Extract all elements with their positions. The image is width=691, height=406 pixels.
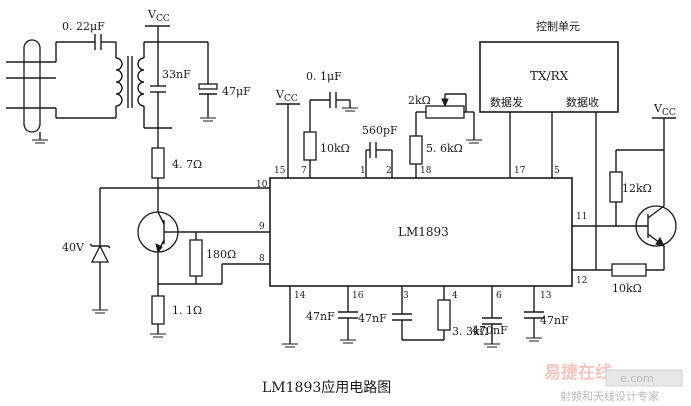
svg-text:CC: CC bbox=[284, 94, 298, 104]
control-unit-txrx: TX/RX bbox=[530, 69, 569, 83]
watermark-main: 易捷在线 bbox=[544, 362, 612, 383]
label-c-47u: 47μF bbox=[222, 85, 251, 98]
vcc-mid-label: V bbox=[275, 88, 285, 101]
vcc-right-label: V bbox=[653, 102, 663, 115]
control-unit: 控制单元 TX/RX 数据发 数据收 bbox=[479, 19, 619, 113]
control-unit-box bbox=[479, 41, 619, 113]
label-r-12k: 12kΩ bbox=[622, 182, 652, 195]
lm1893-chip bbox=[269, 177, 573, 287]
pin-10: 10 bbox=[256, 180, 268, 190]
label-c-01: 0. 1μF bbox=[306, 70, 342, 83]
pin-18: 18 bbox=[420, 166, 432, 176]
resistor-3-3k bbox=[437, 299, 451, 331]
pin-11: 11 bbox=[576, 212, 587, 222]
resistor-10k bbox=[303, 131, 317, 161]
svg-text:CC: CC bbox=[156, 14, 170, 24]
pin-5: 5 bbox=[554, 166, 560, 176]
output-stage-left bbox=[89, 188, 270, 338]
zener-diode bbox=[90, 244, 110, 263]
label-r-180: 180Ω bbox=[206, 248, 236, 261]
pin-12: 12 bbox=[576, 276, 587, 286]
vcc-left-label: V bbox=[147, 8, 157, 21]
output-stage-right: V CC bbox=[572, 102, 677, 277]
label-r-2k: 2kΩ bbox=[408, 94, 431, 107]
pin-8: 8 bbox=[259, 254, 265, 264]
transformer-secondary bbox=[137, 57, 145, 107]
svg-text:CC: CC bbox=[662, 108, 676, 118]
pin-3: 3 bbox=[403, 291, 409, 301]
pin-1: 1 bbox=[360, 166, 366, 176]
label-c-470n: 470nF bbox=[472, 324, 508, 337]
diagram-caption: LM1893应用电路图 bbox=[262, 379, 391, 396]
resistor-4-7 bbox=[151, 147, 165, 179]
bottom-pin-network bbox=[282, 286, 544, 348]
label-r-10k-b: 10kΩ bbox=[612, 282, 642, 295]
resistor-12k bbox=[609, 171, 623, 203]
label-c-022: 0. 22μF bbox=[62, 20, 105, 33]
control-unit-rx: 数据收 bbox=[566, 95, 599, 109]
pin-4: 4 bbox=[452, 291, 458, 301]
vcc-left: V CC bbox=[100, 8, 270, 189]
label-c-560: 560pF bbox=[362, 124, 398, 137]
label-c-33n: 33nF bbox=[162, 68, 191, 81]
label-r-33k: 3. 3kΩ bbox=[452, 325, 489, 338]
label-r-56k: 5. 6kΩ bbox=[426, 142, 463, 155]
pin-15: 15 bbox=[274, 166, 286, 176]
pin-9: 9 bbox=[259, 222, 265, 232]
label-r-11: 1. 1Ω bbox=[172, 304, 202, 317]
label-r-10k: 10kΩ bbox=[320, 142, 350, 155]
pin-17: 17 bbox=[514, 166, 526, 176]
potentiometer-2k bbox=[425, 105, 465, 119]
watermark-logo: e.com bbox=[620, 372, 654, 385]
top-pin-network: V CC bbox=[275, 88, 553, 178]
pin-2: 2 bbox=[386, 166, 392, 176]
pin-7: 7 bbox=[301, 166, 307, 176]
label-r-47: 4. 7Ω bbox=[172, 158, 202, 171]
control-unit-title: 控制单元 bbox=[536, 19, 580, 33]
watermark-sub: 射频和天线设计专家 bbox=[560, 389, 659, 403]
line-terminal bbox=[23, 39, 41, 133]
line-coupling-network bbox=[6, 34, 145, 144]
pin-14: 14 bbox=[294, 291, 306, 301]
pin-6: 6 bbox=[496, 291, 502, 301]
pin-13: 13 bbox=[540, 291, 552, 301]
watermark: 易捷在线 e.com 射频和天线设计专家 bbox=[544, 362, 683, 403]
electrolytic-47uf bbox=[198, 83, 218, 90]
pin-16: 16 bbox=[352, 291, 364, 301]
label-c-47n-16: 47nF bbox=[306, 310, 335, 323]
resistor-10k-b bbox=[611, 263, 647, 277]
watermark-logo-box bbox=[605, 369, 683, 387]
resistor-5-6k bbox=[409, 135, 423, 165]
label-c-47n-13: 47nF bbox=[540, 314, 569, 327]
control-unit-tx: 数据发 bbox=[490, 95, 523, 109]
transformer-primary bbox=[115, 57, 123, 107]
label-c-47n-3: 47nF bbox=[358, 312, 387, 325]
chip-name: LM1893 bbox=[398, 225, 449, 239]
label-zener: 40V bbox=[62, 241, 85, 254]
resistor-180 bbox=[189, 239, 203, 277]
resistor-1-1 bbox=[151, 295, 165, 325]
